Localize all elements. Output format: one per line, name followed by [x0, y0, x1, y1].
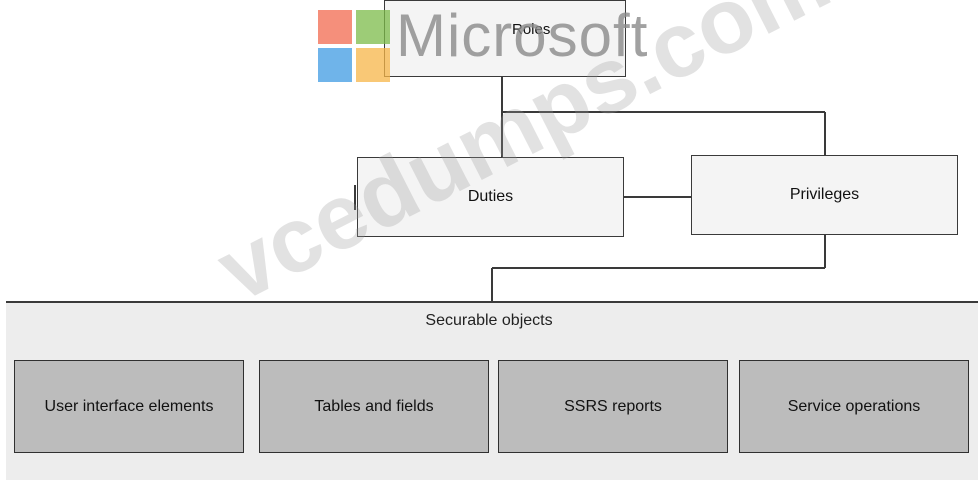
securable-object-tables-and-fields: Tables and fields	[259, 360, 489, 453]
securable-object-ssrs-reports: SSRS reports	[498, 360, 728, 453]
microsoft-wordmark: Microsoft	[396, 2, 649, 69]
microsoft-logo-icon	[318, 10, 390, 82]
duties-box: Duties	[357, 157, 624, 237]
logo-yellow-square	[356, 48, 390, 82]
securable-object-label: SSRS reports	[564, 397, 662, 415]
logo-blue-square	[318, 48, 352, 82]
securable-object-label: Service operations	[787, 397, 921, 415]
securable-object-label: User interface elements	[44, 397, 214, 415]
securable-object-service-operations: Service operations	[739, 360, 969, 453]
roles-box: Roles	[384, 0, 626, 77]
logo-green-square	[356, 10, 390, 44]
logo-red-square	[318, 10, 352, 44]
securable-object-label: Tables and fields	[314, 397, 434, 415]
privileges-label: Privileges	[789, 186, 860, 203]
duties-label: Duties	[467, 188, 514, 205]
securable-object-user-interface-elements: User interface elements	[14, 360, 244, 453]
privileges-box: Privileges	[691, 155, 958, 235]
securable-objects-title: Securable objects	[425, 312, 553, 329]
roles-label: Roles	[512, 21, 551, 38]
